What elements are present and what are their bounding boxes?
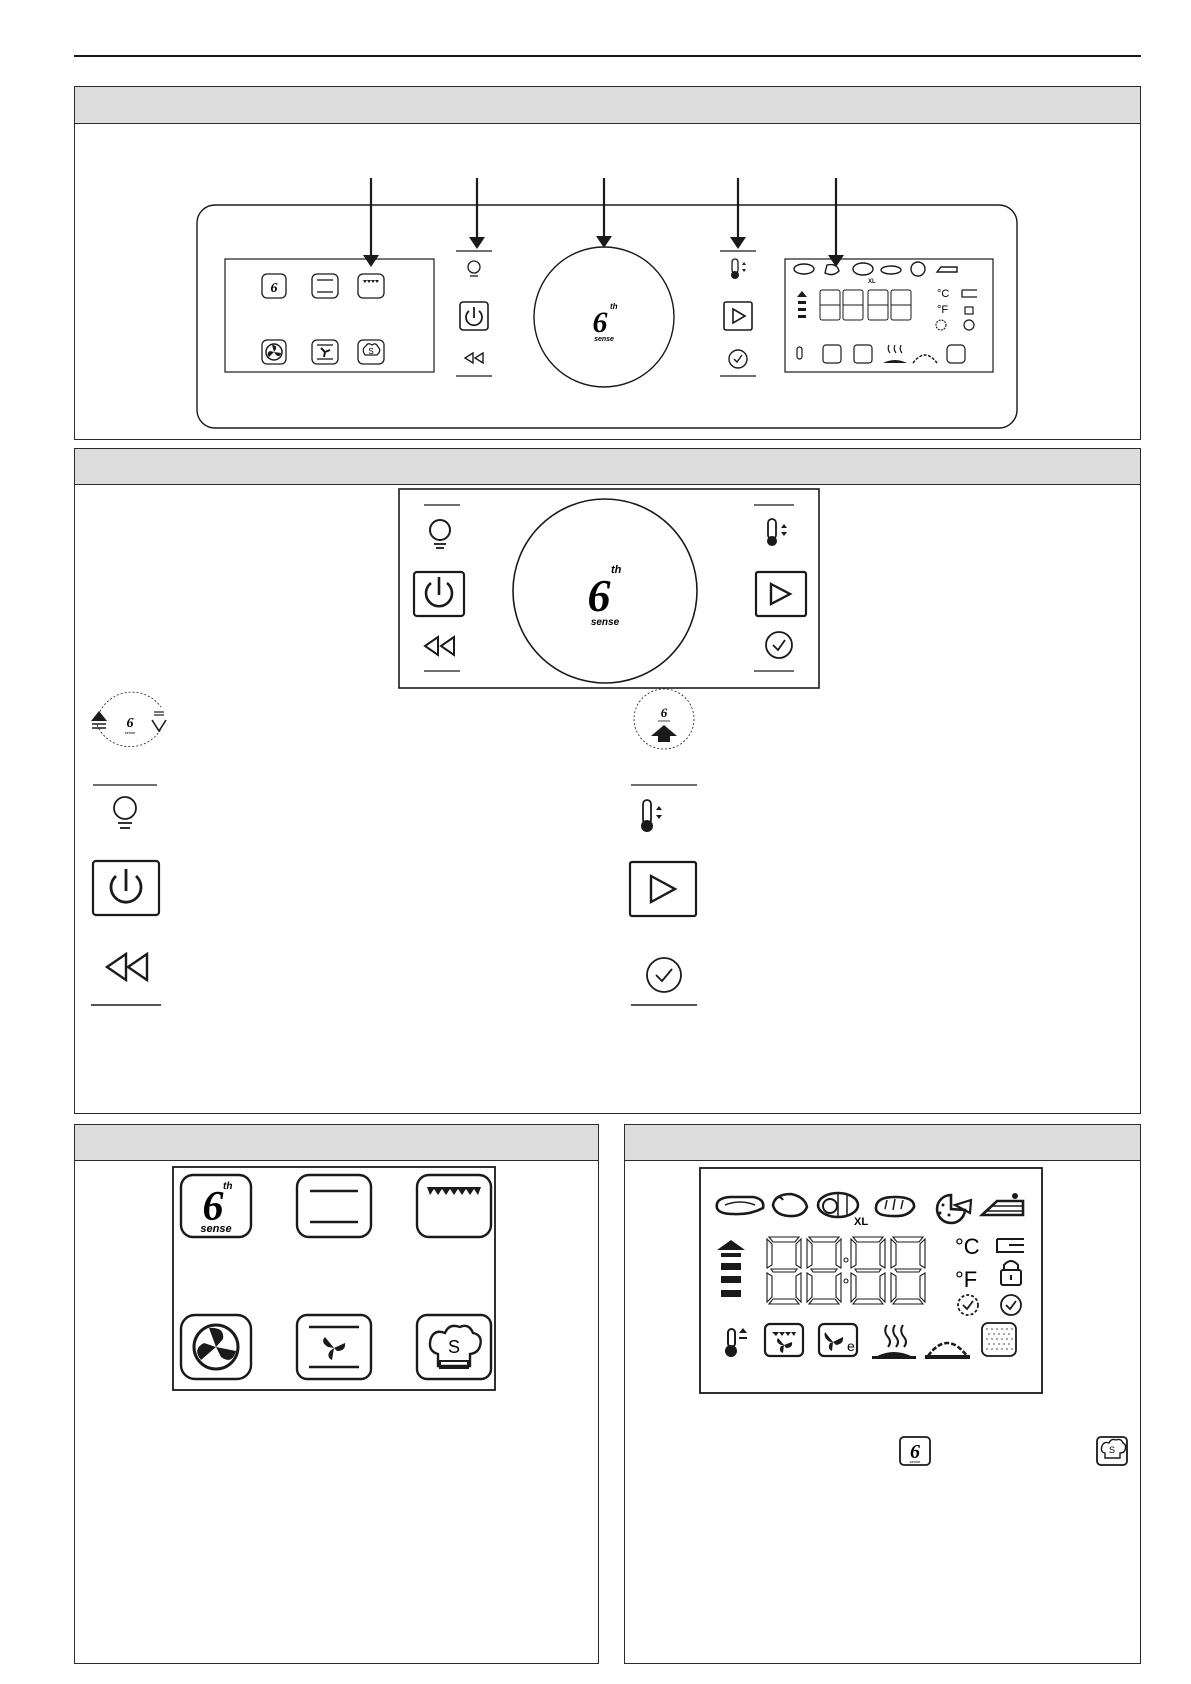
- mini-sixth-sense-icon[interactable]: 6: [261, 273, 287, 299]
- function-selector-frame: [172, 1166, 496, 1391]
- start-button[interactable]: [754, 570, 808, 618]
- lasagne-icon: [715, 1195, 765, 1216]
- mini-start-icon[interactable]: [723, 301, 753, 331]
- mini-bottom-display-icons: [796, 344, 966, 364]
- delayed-start-icon: [957, 1294, 979, 1316]
- thermometer-icon: [725, 1328, 747, 1357]
- panel-overview-section: 6 S: [74, 86, 1141, 440]
- sixth-sense-number: 6: [203, 1184, 224, 1230]
- conventional-function-button[interactable]: [295, 1173, 373, 1239]
- svg-text:sense: sense: [125, 730, 136, 735]
- end-time-icon: [1000, 1294, 1022, 1316]
- legend-back-icon: [104, 951, 149, 983]
- special-functions-button[interactable]: S: [415, 1313, 493, 1381]
- inline-sixth-sense-icon: 6 sense: [899, 1436, 931, 1466]
- dial-rotate-icon: 6 sense: [91, 691, 167, 747]
- fahrenheit-label: °F: [955, 1267, 977, 1292]
- display-header: [625, 1125, 1140, 1161]
- celsius-label: °C: [955, 1234, 980, 1259]
- sixth-sense-logo-superscript: th: [611, 564, 622, 576]
- legend-timer-icon: [646, 957, 682, 993]
- sixth-sense-word: sense: [200, 1223, 231, 1235]
- display-section: XL: [624, 1124, 1141, 1664]
- callout-arrows: [363, 178, 844, 267]
- svg-text:6: 6: [910, 1441, 920, 1463]
- lock-icon: [1000, 1260, 1022, 1286]
- back-button[interactable]: [423, 635, 455, 657]
- legend-temperature-icon: [641, 799, 662, 832]
- svg-text:6: 6: [127, 716, 134, 731]
- xl-label: XL: [854, 1216, 868, 1228]
- svg-text:sense: sense: [910, 1459, 921, 1464]
- mini-temperature-icon[interactable]: [731, 258, 746, 279]
- mini-convection-bake-icon[interactable]: [311, 339, 339, 365]
- sixth-sense-function-button[interactable]: 6 th sense: [179, 1173, 253, 1239]
- bread-icon: [874, 1195, 916, 1218]
- eco-fan-icon: e: [817, 1322, 859, 1358]
- mini-food-icons: XL: [793, 261, 958, 285]
- control-panel-frame: [398, 488, 820, 689]
- mini-light-icon[interactable]: [467, 260, 481, 277]
- function-selector-section: 6 th sense S: [74, 1124, 599, 1664]
- display-frame: [699, 1167, 1043, 1394]
- mini-celsius-label: °C: [937, 288, 949, 300]
- mini-back-icon[interactable]: [463, 351, 484, 365]
- timer-button[interactable]: [765, 631, 793, 659]
- legend-power-icon: [91, 859, 161, 917]
- display-convection-icon: [763, 1322, 805, 1358]
- pizza-icon: [935, 1193, 973, 1225]
- svg-text:S: S: [368, 347, 373, 356]
- mini-special-functions-icon[interactable]: S: [357, 339, 385, 365]
- function-selector-mini: [224, 258, 435, 373]
- power-button[interactable]: [412, 570, 466, 618]
- sixth-sense-logo-word: sense: [591, 617, 620, 628]
- sixth-sense-dial[interactable]: [512, 498, 698, 684]
- poultry-icon: [771, 1192, 809, 1218]
- display-mini: [784, 258, 994, 373]
- forced-air-function-button[interactable]: [179, 1313, 253, 1381]
- control-panel-header: [75, 449, 1140, 485]
- svg-text:sense: sense: [594, 336, 614, 343]
- mini-forced-air-icon[interactable]: [261, 339, 287, 365]
- cake-icon: [978, 1193, 1025, 1217]
- function-selector-header: [75, 1125, 598, 1161]
- svg-text:S: S: [448, 1337, 460, 1357]
- mini-conventional-icon[interactable]: [311, 273, 339, 299]
- mini-seven-segment: [819, 289, 912, 321]
- probe-icon: [996, 1238, 1024, 1253]
- svg-text:XL: XL: [868, 279, 876, 285]
- defrost-icon: [981, 1322, 1017, 1357]
- rising-dough-icon: [925, 1341, 970, 1359]
- mini-timer-icon[interactable]: [728, 349, 748, 369]
- panel-overview-header: [75, 87, 1140, 124]
- control-panel-section: 6 th sense 6 sense: [74, 448, 1141, 1114]
- legend-light-icon: [113, 796, 137, 829]
- mini-fahrenheit-label: °F: [937, 304, 948, 316]
- sixth-sense-superscript: th: [223, 1181, 232, 1192]
- roast-xl-icon: XL: [816, 1191, 868, 1228]
- dial-press-icon: 6: [633, 688, 695, 750]
- grill-function-button[interactable]: [415, 1173, 493, 1239]
- svg-text:S: S: [1109, 1445, 1115, 1455]
- preheat-level-icon: [717, 1240, 745, 1297]
- keep-warm-icon: [872, 1324, 916, 1359]
- svg-text:6: 6: [593, 306, 608, 339]
- sixth-sense-logo-number: 6: [588, 570, 611, 621]
- seven-segment-display: [766, 1236, 926, 1305]
- convection-bake-function-button[interactable]: [295, 1313, 373, 1381]
- svg-text:6: 6: [271, 281, 278, 296]
- svg-text:6: 6: [661, 705, 668, 720]
- legend-start-icon: [628, 860, 698, 918]
- inline-special-functions-icon: S: [1096, 1436, 1128, 1466]
- svg-text:th: th: [610, 302, 618, 311]
- oven-panel-outline: [196, 204, 1018, 429]
- temperature-button[interactable]: [767, 518, 787, 546]
- top-rule: [74, 55, 1141, 57]
- mini-sixth-sense-dial[interactable]: [533, 246, 675, 388]
- light-button[interactable]: [429, 519, 451, 549]
- mini-grill-icon[interactable]: [357, 273, 385, 299]
- mini-power-icon[interactable]: [459, 301, 489, 331]
- svg-text:e: e: [847, 1338, 855, 1354]
